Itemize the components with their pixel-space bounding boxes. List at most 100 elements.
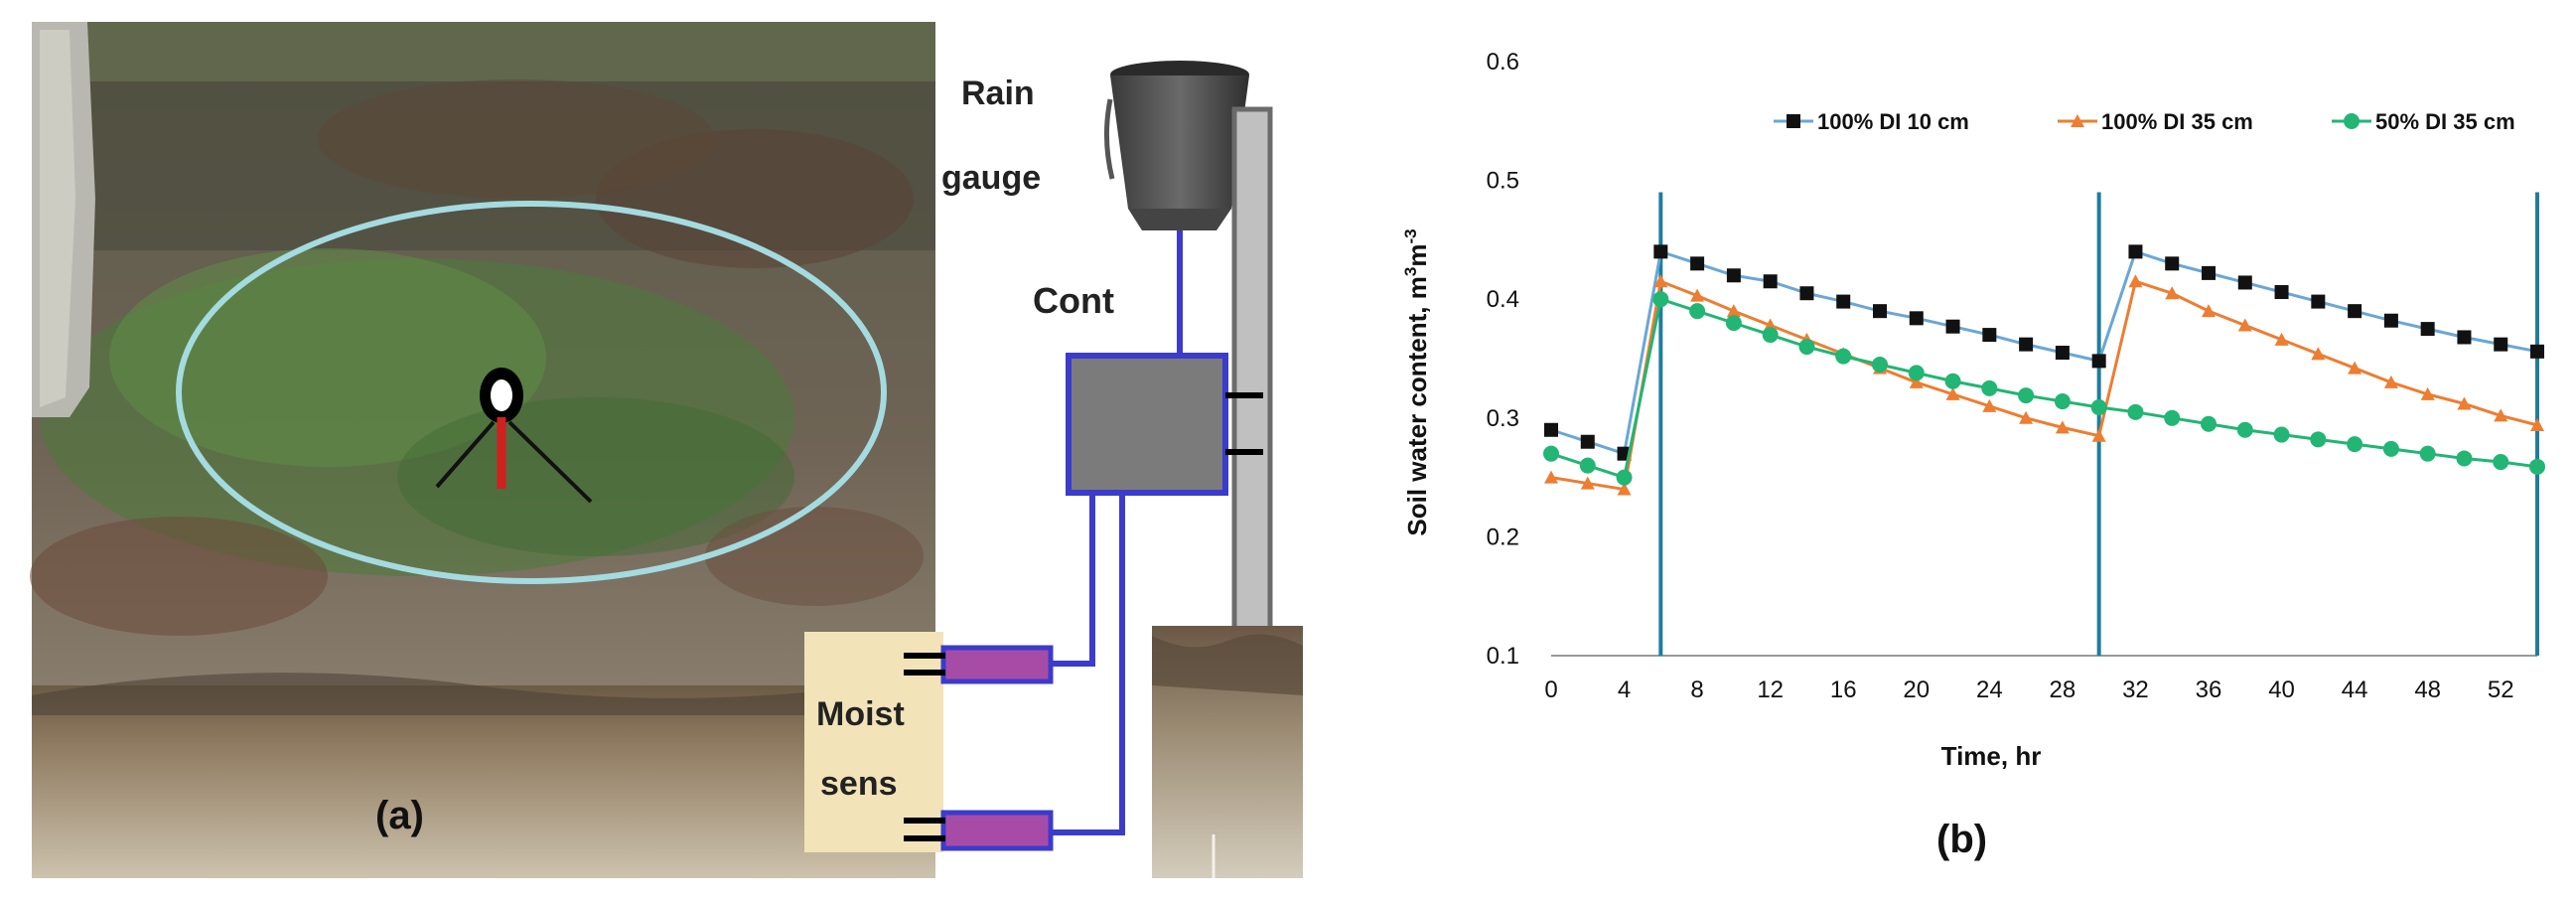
- data-point: [2420, 322, 2435, 337]
- controller-label: Cont: [1033, 280, 1114, 321]
- y-tick-label: 0.4: [1487, 286, 1519, 313]
- data-point: [2274, 285, 2289, 300]
- y-tick-label: 0.1: [1487, 643, 1519, 670]
- data-point: [1945, 319, 1960, 334]
- controller-box: [1066, 353, 1228, 496]
- y-tick-label: 0.6: [1487, 49, 1519, 75]
- data-point: [2055, 420, 2070, 434]
- data-point: [1690, 288, 1705, 302]
- y-tick-label: 0.5: [1487, 168, 1519, 195]
- data-point: [2493, 454, 2509, 471]
- data-point: [2457, 396, 2472, 410]
- rain-gauge-label-line1: Rain: [961, 75, 1035, 112]
- x-tick-label: 8: [1690, 677, 1703, 703]
- x-tick-label: 44: [2342, 677, 2368, 703]
- data-point: [2382, 440, 2399, 457]
- series-1: [1544, 244, 2544, 461]
- data-point: [2530, 344, 2544, 359]
- chart-series: [1543, 244, 2545, 496]
- data-point: [2237, 318, 2252, 332]
- rain-gauge-label-line2: gauge: [941, 159, 1041, 197]
- data-point: [1872, 356, 1888, 373]
- data-point: [1579, 457, 1596, 474]
- data-point: [1725, 315, 1742, 332]
- data-point: [2494, 408, 2508, 422]
- data-point: [1544, 422, 1558, 437]
- field-photo: [30, 22, 935, 878]
- data-point: [1798, 339, 1815, 356]
- data-point: [2530, 417, 2544, 431]
- irrigation-event-lines: [1658, 192, 2539, 656]
- x-tick-label: 0: [1544, 677, 1557, 703]
- data-point: [1689, 303, 1706, 320]
- panel-a: (a) Rain gauge Cont Moist sens: [30, 22, 1303, 878]
- data-point: [1653, 274, 1668, 288]
- data-point: [1652, 291, 1669, 308]
- data-point: [2164, 409, 2181, 426]
- data-point: [1580, 434, 1595, 449]
- data-point: [2383, 375, 2398, 388]
- data-point: [1616, 469, 1633, 486]
- x-tick-label: 40: [2268, 677, 2295, 703]
- x-tick-label: 4: [1618, 677, 1631, 703]
- x-tick-label: 12: [1757, 677, 1784, 703]
- rain-gauge-icon: [1103, 61, 1249, 230]
- data-point: [1544, 470, 1558, 484]
- data-point: [2128, 244, 2143, 259]
- series-line: [1550, 279, 2538, 492]
- x-tick-label: 36: [2196, 677, 2222, 703]
- data-point: [1944, 373, 1961, 389]
- sensor-label-line1: Moist: [816, 695, 905, 733]
- sensor-label-box: [804, 632, 943, 852]
- plot-boundary-ellipse: [176, 201, 887, 584]
- legend-marker: [2071, 114, 2084, 127]
- x-tick-label: 48: [2414, 677, 2441, 703]
- data-point: [2165, 256, 2180, 271]
- x-tick-label: 52: [2488, 677, 2514, 703]
- y-axis-title-mid: m: [1402, 244, 1432, 267]
- data-point: [1617, 482, 1632, 496]
- x-tick-label: 24: [1976, 677, 2003, 703]
- data-point: [1726, 304, 1741, 318]
- data-point: [2348, 304, 2362, 319]
- sensor-wire-lower: [1051, 493, 1125, 835]
- data-point: [2457, 330, 2472, 345]
- data-point: [2347, 436, 2363, 453]
- data-point: [2420, 386, 2435, 400]
- data-point: [1653, 244, 1668, 259]
- data-point: [2018, 387, 2035, 404]
- legend-label: 100% DI 35 cm: [2101, 109, 2253, 134]
- data-point: [1726, 268, 1741, 283]
- moisture-sensor-lower: [940, 810, 1054, 851]
- x-axis-title: Time, hr: [1941, 741, 2042, 771]
- data-point: [1836, 294, 1851, 309]
- x-tick-label: 28: [2050, 677, 2076, 703]
- data-point: [2127, 403, 2144, 420]
- data-point: [1909, 375, 1924, 388]
- data-point: [1763, 274, 1778, 289]
- series-line: [1550, 249, 2538, 456]
- data-point: [2236, 421, 2253, 438]
- soil-profile-photo: [1152, 626, 1303, 878]
- data-point: [2091, 428, 2106, 442]
- data-point: [1873, 304, 1887, 319]
- legend-marker: [1787, 114, 1800, 128]
- data-point: [1945, 386, 1960, 400]
- data-point: [1908, 365, 1925, 381]
- data-point: [2494, 337, 2508, 352]
- y-axis-title: Soil water content, m3m-3: [1401, 228, 1432, 535]
- data-point: [2202, 265, 2216, 280]
- y-axis-title-sup1: 3: [1401, 267, 1420, 276]
- mounting-pole: [1231, 106, 1273, 634]
- series-line: [1550, 297, 2538, 480]
- data-point: [2311, 294, 2326, 309]
- data-point: [1580, 476, 1595, 490]
- data-point: [2201, 415, 2217, 432]
- data-point: [1835, 348, 1852, 365]
- data-point: [2310, 431, 2327, 448]
- data-point: [1982, 328, 1997, 343]
